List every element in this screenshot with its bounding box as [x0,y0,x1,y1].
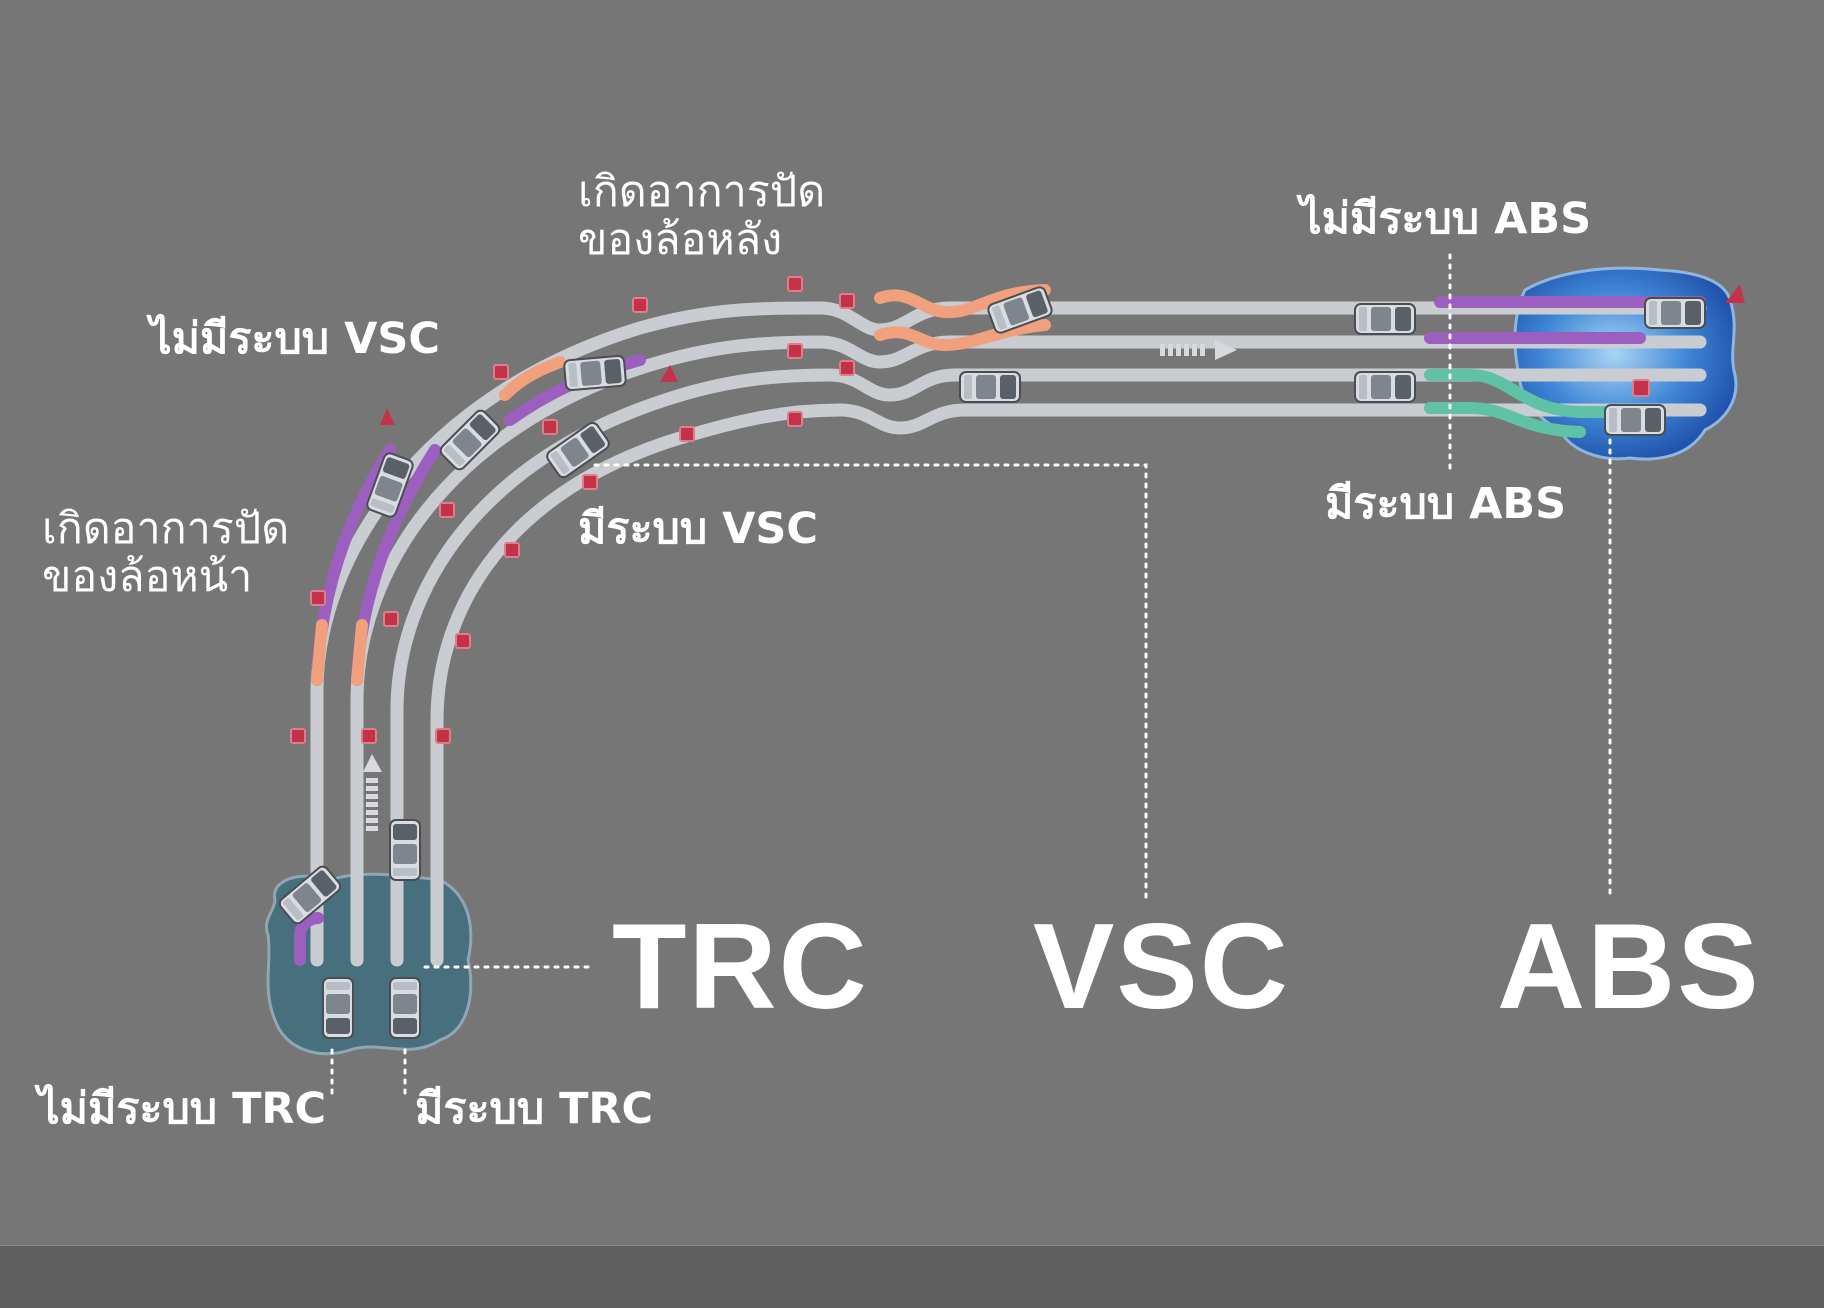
no-trc-label: ไม่มีระบบ TRC [38,1084,327,1134]
cone-markers [290,276,1650,744]
rear-skid-line-2: ของล้อหลัง [578,215,783,266]
rear-wheel-skid-label: เกิดอาการปัด ของล้อหลัง [578,168,825,264]
bottom-bar [0,1246,1824,1308]
front-skid-line-2: ของล้อหน้า [42,552,253,603]
skid-marks [311,284,1051,686]
cone-triangles [380,284,1745,425]
vsc-title: VSC [1033,898,1290,1034]
direction-arrow-vertical [363,754,382,831]
no-vsc-label: ไม่มีระบบ VSC [150,314,440,364]
with-trc-label: มีระบบ TRC [415,1084,654,1134]
front-wheel-skid-label: เกิดอาการปัด ของล้อหน้า [42,505,289,601]
with-system-paths [1424,369,1616,438]
direction-arrow-horizontal [1160,340,1237,360]
leader-lines [330,253,1612,1097]
rear-skid-line-1: เกิดอาการปัด [578,167,826,217]
front-skid-line-1: เกิดอาการปัด [42,504,290,554]
trc-title: TRC [612,898,869,1034]
with-abs-label: มีระบบ ABS [1325,479,1567,529]
abs-title: ABS [1497,898,1761,1034]
no-abs-label: ไม่มีระบบ ABS [1300,194,1592,244]
with-vsc-label: มีระบบ VSC [578,504,818,554]
